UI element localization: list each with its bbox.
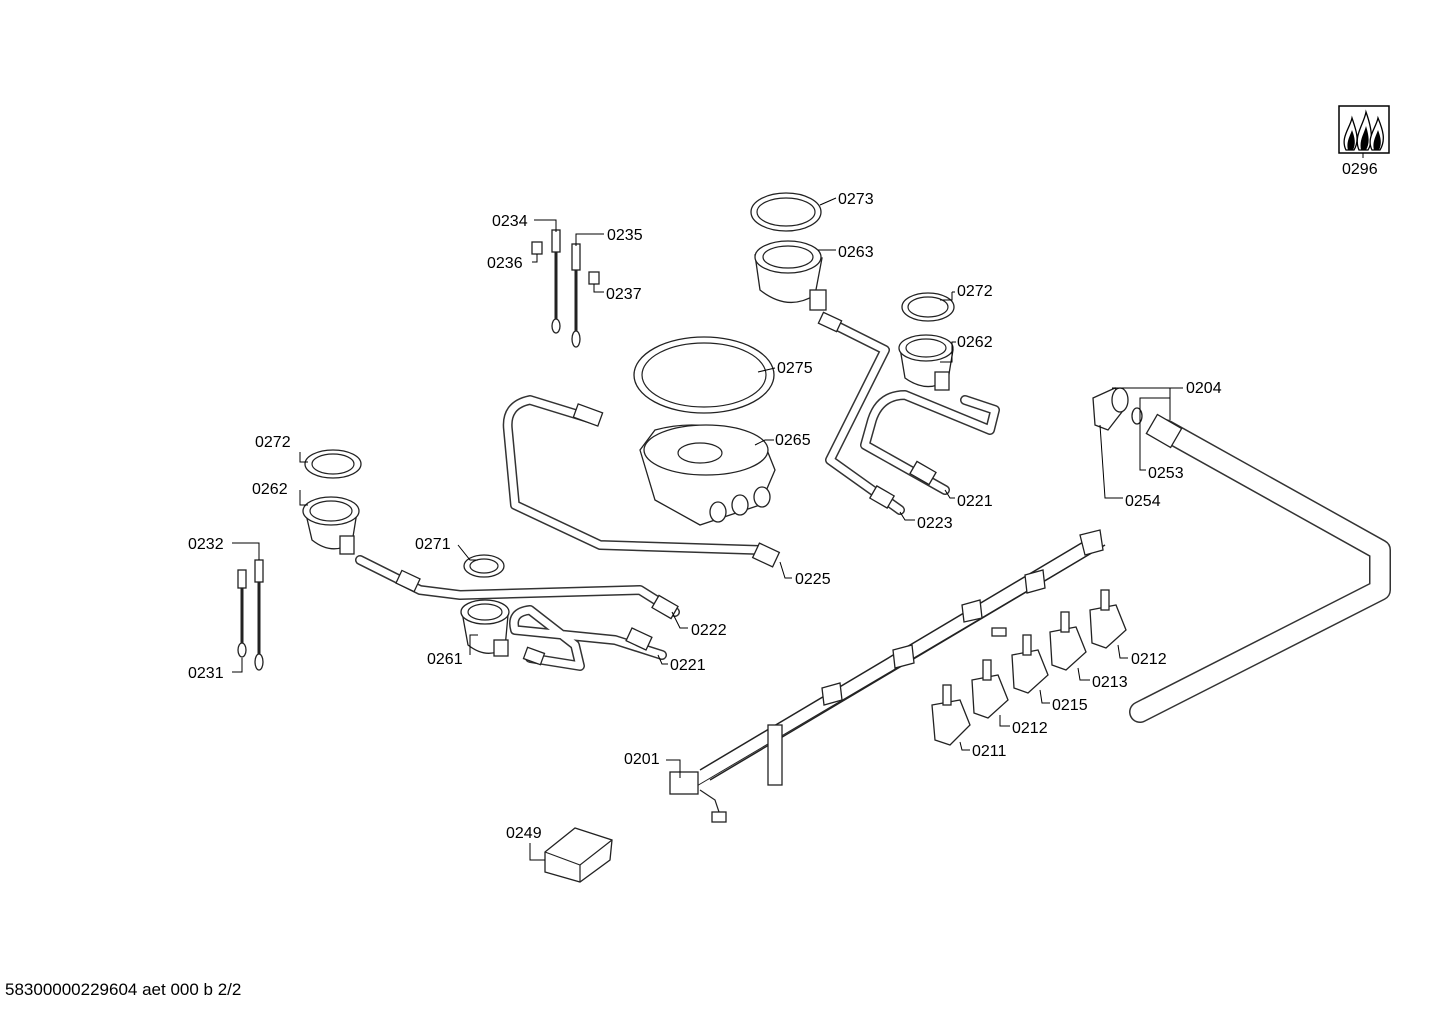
gas-flame-logo xyxy=(1338,105,1390,154)
label-0265: 0265 xyxy=(775,432,811,449)
label-0222: 0222 xyxy=(691,622,727,639)
label-0204: 0204 xyxy=(1186,380,1222,397)
label-0212-lower: 0212 xyxy=(1012,720,1048,737)
label-0262-right: 0262 xyxy=(957,334,993,351)
label-0254: 0254 xyxy=(1125,493,1161,510)
gas-pipe-0221-left xyxy=(509,605,667,671)
label-0272-right: 0272 xyxy=(957,283,993,300)
label-0212-upper: 0212 xyxy=(1131,651,1167,668)
label-0235: 0235 xyxy=(607,227,643,244)
label-0213: 0213 xyxy=(1092,674,1128,691)
label-0211: 0211 xyxy=(972,743,1007,760)
burner-cup-0263 xyxy=(754,240,827,311)
gas-valve-0212-lower xyxy=(971,659,1009,719)
document-footer-code: 58300000229604 aet 000 b 2/2 xyxy=(5,980,242,999)
gas-valve-0213 xyxy=(1049,611,1087,671)
nut-0237 xyxy=(588,271,600,285)
label-0225: 0225 xyxy=(795,571,831,588)
burner-cup-0262-right xyxy=(898,334,954,391)
label-0234: 0234 xyxy=(492,213,528,230)
label-0273: 0273 xyxy=(838,191,874,208)
label-0223: 0223 xyxy=(917,515,953,532)
gas-pipe-0225 xyxy=(502,395,781,568)
gas-valve-0215 xyxy=(1011,634,1049,694)
gas-valve-0212-upper xyxy=(1089,589,1127,649)
label-0275: 0275 xyxy=(777,360,813,377)
nut-0236 xyxy=(531,241,543,255)
gas-pipe-0223 xyxy=(817,311,905,515)
label-0296: 0296 xyxy=(1342,161,1378,178)
label-0271: 0271 xyxy=(415,536,451,553)
label-0261: 0261 xyxy=(427,651,463,668)
label-0262-left: 0262 xyxy=(252,481,288,498)
burner-gasket-0272-left xyxy=(304,449,362,479)
inlet-hose-0204 xyxy=(1129,413,1391,723)
label-0221-right: 0221 xyxy=(957,493,993,510)
label-0263: 0263 xyxy=(838,244,874,261)
burner-gasket-0272-right xyxy=(901,292,955,322)
ignition-module-0249 xyxy=(544,827,613,883)
burner-cup-0261 xyxy=(460,599,510,657)
burner-cup-0262-left xyxy=(302,496,360,555)
burner-gasket-0273 xyxy=(750,192,822,232)
thermocouple-0231 xyxy=(237,569,247,658)
label-0236: 0236 xyxy=(487,255,523,272)
thermocouple-0234 xyxy=(551,229,561,334)
burner-gasket-0271 xyxy=(463,554,505,578)
label-0215: 0215 xyxy=(1052,697,1088,714)
inlet-elbow-0254 xyxy=(1092,387,1129,431)
label-0237: 0237 xyxy=(606,286,642,303)
gas-pipe-0221-right xyxy=(860,390,1000,495)
label-0221-left: 0221 xyxy=(670,657,706,674)
gas-valve-0211 xyxy=(931,684,971,746)
gas-pipe-0222 xyxy=(355,555,680,620)
label-0232: 0232 xyxy=(188,536,224,553)
label-0201: 0201 xyxy=(624,751,660,768)
label-0231: 0231 xyxy=(188,665,224,682)
leader-lines xyxy=(232,153,1364,861)
ring-gasket-0275 xyxy=(633,336,775,414)
thermocouple-0235 xyxy=(571,243,581,348)
burner-body-0265 xyxy=(639,424,776,526)
ignition-harness-0201 xyxy=(669,529,1106,823)
label-0272-left: 0272 xyxy=(255,434,291,451)
part-labels: 0296 0273 0263 0272 0262 0204 0253 0254 … xyxy=(188,161,1378,842)
thermocouple-0232 xyxy=(254,559,264,671)
label-0253: 0253 xyxy=(1148,465,1184,482)
label-0249: 0249 xyxy=(506,825,542,842)
